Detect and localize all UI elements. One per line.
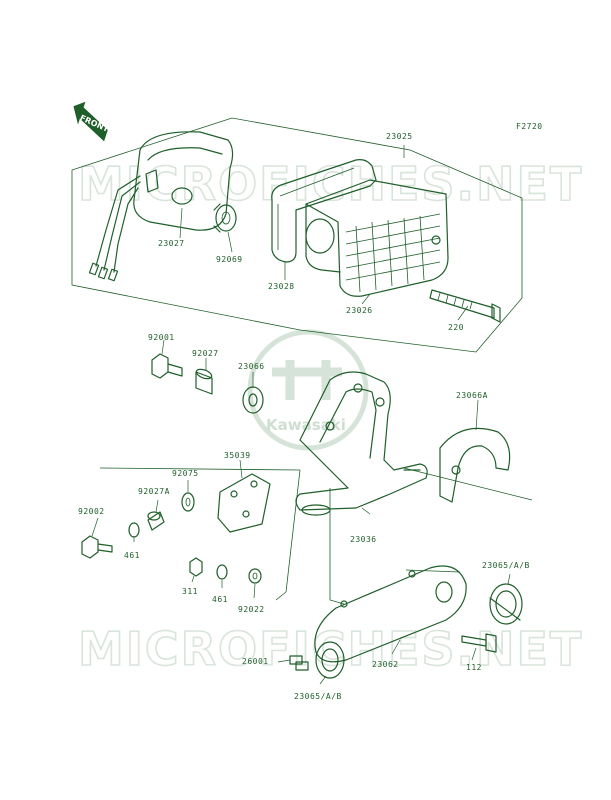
figure-code: F2720	[516, 122, 543, 131]
label-23026: 23026	[346, 306, 373, 315]
label-92022: 92022	[238, 605, 265, 614]
collar-92027	[195, 368, 213, 395]
label-112: 112	[466, 663, 482, 672]
holder-23066A	[439, 427, 511, 503]
washer-92075	[181, 492, 195, 512]
reflector-23065-bottom	[315, 641, 345, 679]
label-23065-top: 23065/A/B	[482, 561, 530, 570]
washer-92022	[248, 568, 262, 584]
bracket-23036	[295, 371, 428, 516]
label-23066A: 23066A	[456, 391, 488, 400]
collar-92027A	[147, 511, 165, 531]
label-23028: 23028	[268, 282, 295, 291]
label-92027A: 92027A	[138, 487, 170, 496]
lamp-socket-23027	[88, 131, 234, 282]
gasket-23028	[271, 159, 377, 263]
bolt-92001	[151, 353, 183, 379]
washer-461-a	[128, 522, 140, 538]
label-23027: 23027	[158, 239, 185, 248]
label-220: 220	[448, 323, 464, 332]
part-labels: 23025 23027 92069 23028 23026 220 92001 …	[78, 132, 530, 701]
bolt-92002	[81, 535, 113, 559]
label-92027: 92027	[192, 349, 219, 358]
label-26001: 26001	[242, 657, 269, 666]
plate-35039	[217, 473, 271, 533]
bulb-92069	[213, 203, 237, 233]
label-23065-bottom: 23065/A/B	[294, 692, 342, 701]
label-311: 311	[182, 587, 198, 596]
nut-311	[189, 557, 203, 577]
label-92075: 92075	[172, 469, 199, 478]
leader-lines	[91, 145, 511, 685]
reflector-23065-top	[489, 583, 523, 625]
front-arrow-icon: FRONT	[73, 101, 111, 142]
lens-23026	[305, 179, 449, 297]
kawasaki-logo-watermark: Kawasaki	[247, 329, 369, 451]
label-92069: 92069	[216, 255, 243, 264]
bolt-112	[461, 633, 497, 653]
screw-220	[429, 289, 501, 323]
stay-23062	[314, 565, 467, 663]
watermark-top: MICROFICHES.NET	[78, 157, 583, 211]
label-35039: 35039	[224, 451, 251, 460]
washer-461-b	[216, 564, 228, 580]
label-23025: 23025	[386, 132, 413, 141]
assembly-outline	[71, 117, 523, 353]
label-23062: 23062	[372, 660, 399, 669]
label-92002: 92002	[78, 507, 105, 516]
guide-lines	[99, 467, 533, 605]
label-461-a: 461	[124, 551, 140, 560]
label-23066: 23066	[238, 362, 265, 371]
label-92001: 92001	[148, 333, 175, 342]
label-461-b: 461	[212, 595, 228, 604]
label-23036: 23036	[350, 535, 377, 544]
watermark-layer: MICROFICHES.NET MICROFICHES.NET Kawasaki	[77, 156, 583, 677]
